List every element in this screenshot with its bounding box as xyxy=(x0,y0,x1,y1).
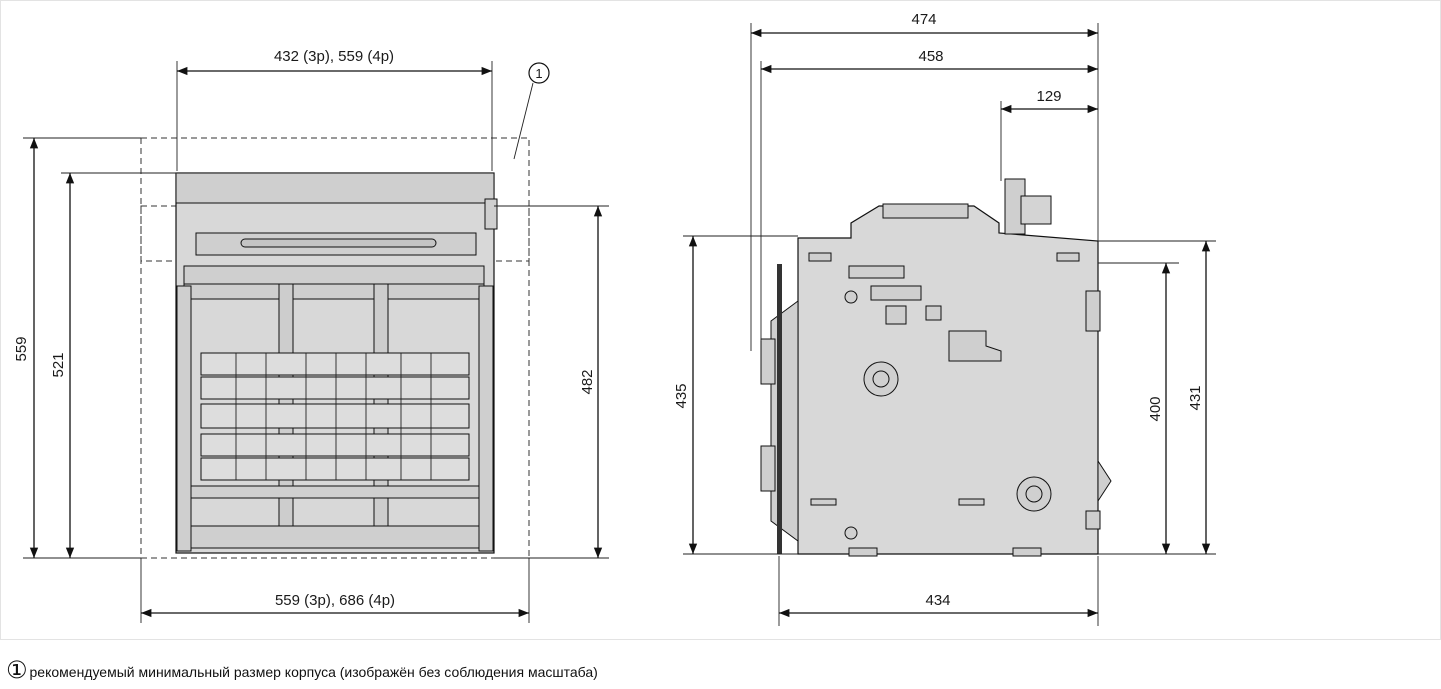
dimension-drawing: 432 (3p), 559 (4p) 1 559 521 482 559 (3p… xyxy=(0,0,1441,640)
legend-marker: ① xyxy=(6,657,28,684)
front-view: 432 (3p), 559 (4p) 1 559 521 482 559 (3p… xyxy=(13,48,609,623)
enclosure-outline xyxy=(140,137,530,559)
side-height-left-label: 435 xyxy=(673,383,690,408)
front-breaker-body xyxy=(175,172,498,554)
legend: ① рекомендуемый минимальный размер корпу… xyxy=(6,643,1436,683)
front-height-right-label: 482 xyxy=(579,369,596,394)
front-width-top-label: 432 (3p), 559 (4p) xyxy=(274,48,394,65)
side-breaker-body xyxy=(760,178,1112,557)
callout-marker: 1 xyxy=(513,62,550,160)
legend-text: рекомендуемый минимальный размер корпуса… xyxy=(29,664,598,680)
front-width-bottom-label: 559 (3p), 686 (4p) xyxy=(275,592,395,609)
side-depth-inner-label: 458 xyxy=(918,48,943,65)
side-view: 474 458 129 435 400 431 434 xyxy=(673,11,1216,626)
side-depth-total-label: 474 xyxy=(911,11,936,28)
front-height-inner-label: 521 xyxy=(50,352,67,377)
front-height-outer-label: 559 xyxy=(13,336,30,361)
side-height-inner-label: 400 xyxy=(1147,396,1164,421)
svg-text:1: 1 xyxy=(535,66,542,81)
side-width-bottom-label: 434 xyxy=(925,592,950,609)
side-height-outer-label: 431 xyxy=(1187,385,1204,410)
side-depth-small-label: 129 xyxy=(1036,88,1061,105)
